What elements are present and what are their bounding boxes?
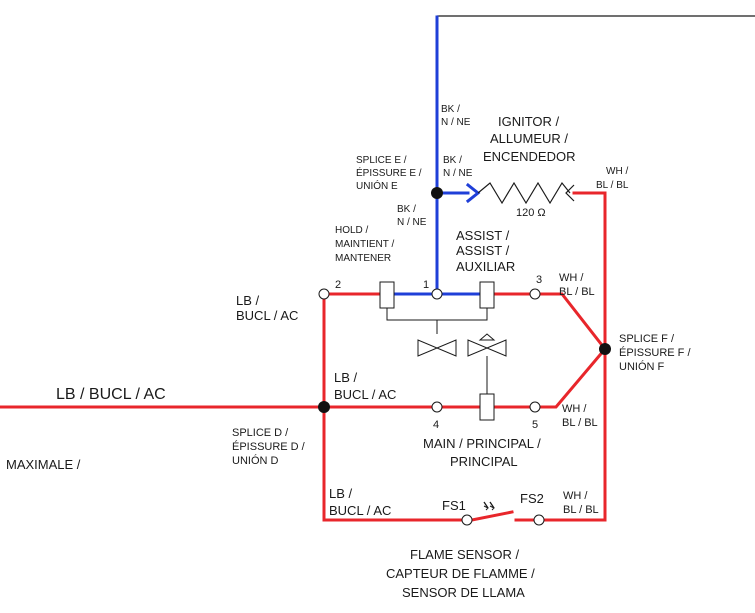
bk-mid-label-1: BK /	[443, 155, 462, 166]
wh-3-label-1: WH /	[559, 272, 584, 284]
wh-5-label-2: BL / BL	[562, 417, 598, 429]
wh-fs-label-2: BL / BL	[563, 504, 599, 516]
hold-label-1: HOLD /	[335, 225, 369, 236]
flame-sensor-icon	[483, 501, 495, 511]
wire-3-to-f	[538, 292, 608, 352]
splice-d-node	[318, 401, 330, 413]
partial-left-label: MAXIMALE /	[6, 457, 81, 472]
fs2-label: FS2	[520, 491, 544, 506]
main-coil	[479, 393, 495, 421]
lb-bot-label-1: LB /	[329, 486, 353, 501]
terminal-5-label: 5	[532, 419, 538, 431]
terminal-5	[529, 401, 541, 413]
ignitor	[465, 181, 575, 205]
wh-fs-label-1: WH /	[563, 490, 588, 502]
bk-low-label-2: N / NE	[397, 217, 427, 228]
wh-ign-label-1: WH /	[606, 166, 628, 177]
splice-f-label-1: SPLICE F /	[619, 333, 675, 345]
splice-d-label-3: UNIÓN D	[232, 454, 279, 467]
ignitor-label-3: ENCENDEDOR	[483, 149, 575, 164]
splice-d-label-2: ÉPISSURE D /	[232, 440, 306, 453]
terminal-3-label: 3	[536, 274, 542, 286]
ohms-label: 120 Ω	[516, 207, 546, 219]
arrow-right-icon	[565, 184, 575, 202]
terminal-fs2	[533, 514, 545, 526]
lb-top-label-2: BUCL / AC	[236, 308, 298, 323]
hold-coil	[379, 281, 395, 309]
splice-e-label-3: UNIÓN E	[356, 179, 398, 192]
flame-sensor-label-1: FLAME SENSOR /	[410, 547, 519, 562]
ignitor-label-1: IGNITOR /	[498, 114, 560, 129]
assist-label-2: ASSIST /	[456, 243, 510, 258]
terminal-1-label: 1	[423, 279, 429, 291]
ignitor-label-2: ALLUMEUR /	[490, 131, 568, 146]
bk-mid-label-2: N / NE	[443, 168, 473, 179]
wh-ign-label-2: BL / BL	[596, 180, 629, 191]
assist-label-3: AUXILIAR	[456, 259, 515, 274]
bk-low-label-1: BK /	[397, 204, 416, 215]
terminal-4-label: 4	[433, 419, 439, 431]
splice-d-label-1: SPLICE D /	[232, 427, 289, 439]
flame-sensor-label-2: CAPTEUR DE FLAMME /	[386, 566, 535, 581]
terminal-3	[529, 288, 541, 300]
splice-e-node	[431, 187, 443, 199]
main-wire-label: LB / BUCL / AC	[56, 386, 166, 403]
splice-f-node	[599, 343, 611, 355]
splice-f-label-2: ÉPISSURE F /	[619, 346, 691, 359]
wire-right-vertical	[542, 191, 607, 522]
lb-bot-label-2: BUCL / AC	[329, 503, 391, 518]
flame-sensor-label-3: SENSOR DE LLAMA	[402, 585, 525, 600]
terminal-4	[431, 401, 443, 413]
bk-top-label-2: N / NE	[441, 117, 471, 128]
flame-switch-contact	[470, 510, 514, 522]
assist-label-1: ASSIST /	[456, 228, 510, 243]
wire-5-to-f	[538, 346, 608, 409]
terminal-2	[318, 288, 330, 300]
lb-top-label-1: LB /	[236, 293, 260, 308]
splice-e-label-1: SPLICE E /	[356, 155, 407, 166]
lb-mid-label-1: LB /	[334, 370, 358, 385]
valve-left-icon	[417, 339, 457, 357]
splice-f-label-3: UNIÓN F	[619, 360, 665, 373]
wires	[0, 15, 755, 522]
valve-linkage	[386, 308, 507, 394]
main-valve-label-2: PRINCIPAL	[450, 454, 518, 469]
valve-right-icon	[467, 339, 507, 357]
wh-5-label-1: WH /	[562, 403, 587, 415]
splice-e-label-2: ÉPISSURE E /	[356, 166, 422, 179]
terminal-1	[431, 288, 443, 300]
bk-top-label-1: BK /	[441, 104, 460, 115]
main-valve-label-1: MAIN / PRINCIPAL /	[423, 436, 541, 451]
hold-label-3: MANTENER	[335, 253, 391, 264]
hold-label-2: MAINTIENT /	[335, 239, 394, 250]
terminal-fs1	[461, 514, 473, 526]
wh-3-label-2: BL / BL	[559, 286, 595, 298]
terminal-2-label: 2	[335, 279, 341, 291]
ignitor-resistor	[477, 181, 571, 205]
lb-mid-label-2: BUCL / AC	[334, 387, 396, 402]
assist-coil	[479, 281, 495, 309]
fs1-label: FS1	[442, 498, 466, 513]
